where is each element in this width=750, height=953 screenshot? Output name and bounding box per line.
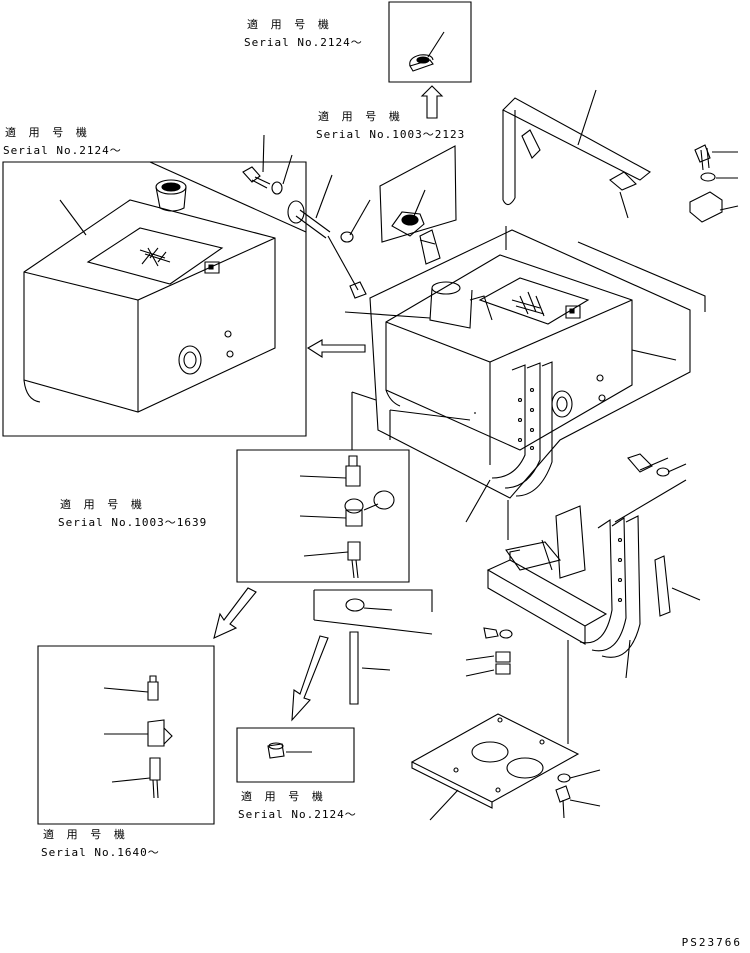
serial-range-label: Serial No.2124～: [3, 144, 122, 157]
drain-bolt-and-washer: [243, 135, 292, 194]
drain-hose-parts: [314, 590, 432, 704]
inset-drain-valve: [38, 646, 214, 824]
applicable-serial-label-jp: 適 用 号 機: [241, 790, 326, 803]
serial-range-label: Serial No.2124～: [238, 808, 357, 821]
inset-plug: [237, 728, 354, 782]
right-bolts: [628, 145, 738, 476]
applicable-serial-label-jp: 適 用 号 機: [318, 110, 403, 123]
arrow-up-icon: [422, 86, 442, 118]
inset-left-tank: [3, 162, 306, 436]
inset-drain-cock: [237, 450, 409, 582]
arrow-left-icon: [308, 340, 365, 357]
level-gauge-stick: [288, 175, 370, 298]
inset-cap-old: [380, 146, 456, 264]
serial-range-label: Serial No.2124～: [244, 36, 363, 49]
arrow-down-left-icon: [292, 636, 328, 720]
bottom-plate: [412, 714, 600, 820]
serial-range-label: Serial No.1003～1639: [58, 516, 208, 529]
inset-top-cap: [389, 2, 471, 82]
applicable-serial-label-jp: 適 用 号 機: [43, 828, 128, 841]
arrow-down-left-icon: [214, 588, 256, 638]
drawing-code: PS23766: [681, 936, 742, 949]
serial-range-label: Serial No.1003～2123: [316, 128, 466, 141]
serial-range-label: Serial No.1640～: [41, 846, 160, 859]
applicable-serial-label-jp: 適 用 号 機: [5, 126, 90, 139]
applicable-serial-label-jp: 適 用 号 機: [247, 18, 332, 31]
lower-bracket: [466, 480, 700, 744]
applicable-serial-label-jp: 適 用 号 機: [60, 498, 145, 511]
main-tank: [345, 90, 705, 522]
